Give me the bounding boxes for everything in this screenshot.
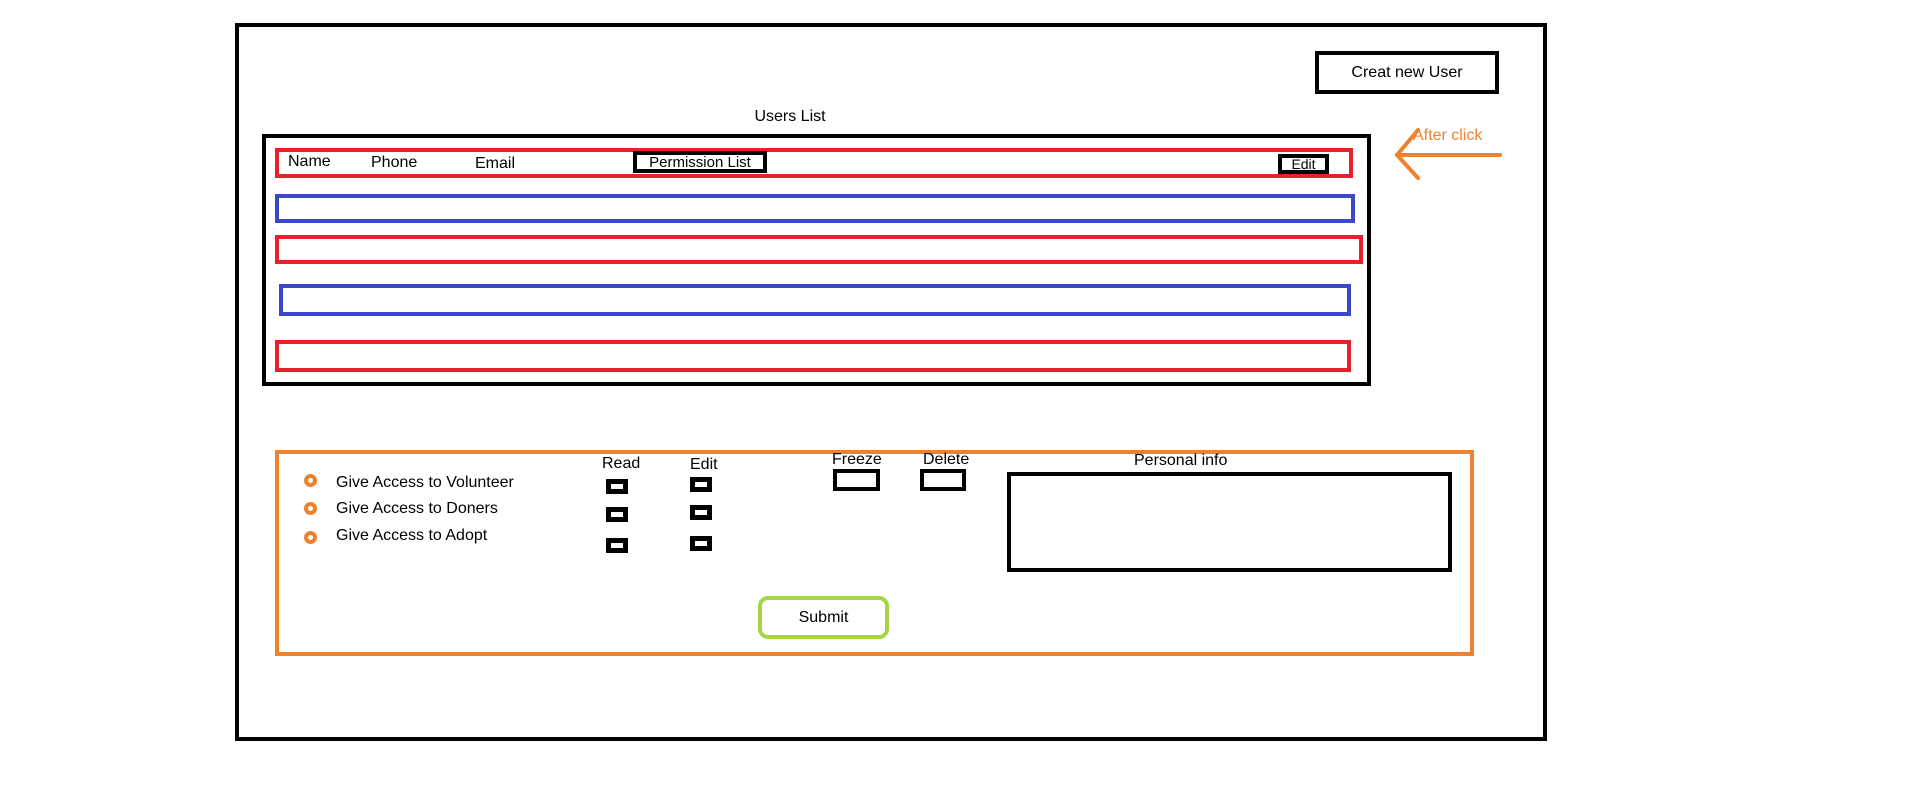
table-row[interactable] [275,148,1353,178]
table-row[interactable] [275,235,1363,264]
freeze-label: Freeze [832,451,882,468]
read-column-header: Read [602,455,641,472]
edit-user-button[interactable]: Edit [1278,154,1329,174]
arrow-left-icon [1395,128,1502,180]
table-row[interactable] [279,284,1351,316]
delete-label: Delete [923,451,970,468]
volunteer-access-radio[interactable] [304,474,317,487]
page-frame [235,23,1547,741]
doners-read-checkbox[interactable] [606,507,628,522]
after-click-annotation: After click [1413,127,1483,144]
volunteer-read-checkbox[interactable] [606,479,628,494]
freeze-toggle[interactable] [833,469,880,491]
column-name-label: Name [288,153,331,170]
column-email-label: Email [475,155,516,172]
submit-button[interactable]: Submit [758,596,889,639]
adopt-access-radio[interactable] [304,531,317,544]
permission-list-button[interactable]: Permission List [633,151,767,173]
table-row[interactable] [275,194,1355,223]
users-list-container [262,134,1371,386]
table-row[interactable] [275,340,1351,372]
adopt-access-label: Give Access to Adopt [336,527,488,544]
create-new-user-button[interactable]: Creat new User [1315,51,1499,94]
adopt-read-checkbox[interactable] [606,538,628,553]
users-list-title: Users List [754,108,826,125]
doners-access-label: Give Access to Doners [336,500,498,517]
personal-info-box[interactable] [1007,472,1452,572]
delete-toggle[interactable] [920,469,966,491]
doners-access-radio[interactable] [304,502,317,515]
adopt-edit-checkbox[interactable] [690,536,712,551]
permissions-panel [275,450,1474,656]
volunteer-edit-checkbox[interactable] [690,477,712,492]
edit-column-header: Edit [690,456,718,473]
doners-edit-checkbox[interactable] [690,505,712,520]
column-phone-label: Phone [371,154,418,171]
volunteer-access-label: Give Access to Volunteer [336,474,514,491]
personal-info-label: Personal info [1134,452,1228,469]
